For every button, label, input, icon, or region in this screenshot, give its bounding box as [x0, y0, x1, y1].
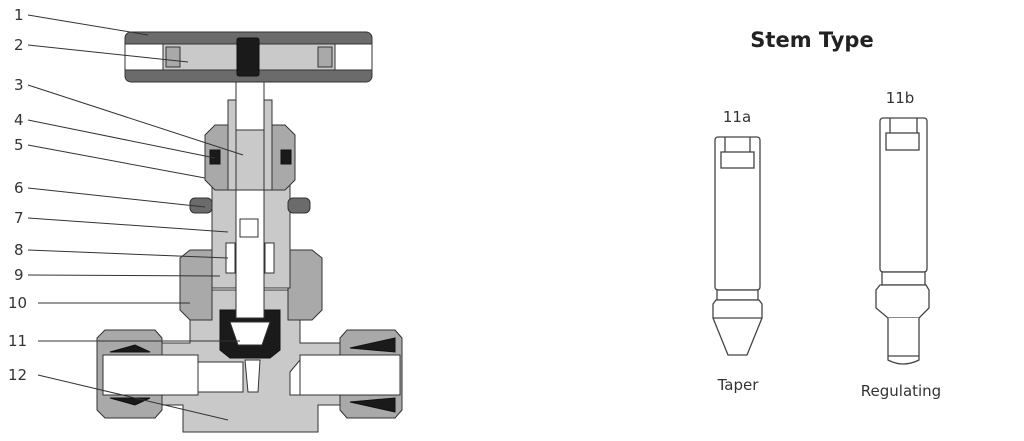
callout-5: 5: [14, 136, 24, 154]
callout-12: 12: [8, 366, 27, 384]
callout-leader-lines: [27, 14, 244, 421]
callout-2: 2: [14, 36, 24, 54]
stem-name-regulating: Regulating: [861, 382, 941, 400]
callout-10: 10: [8, 294, 27, 312]
stem-regulating: 11b Regulating: [861, 89, 941, 400]
callout-8: 8: [14, 241, 24, 259]
stem-code-11b: 11b: [886, 89, 915, 107]
callout-numbers: 1 2 3 4 5 6 7 8 9 10 11 12: [8, 6, 27, 384]
valve-cross-section: [96, 31, 403, 433]
stem-taper: 11a Taper: [712, 108, 763, 394]
stem-code-11a: 11a: [723, 108, 751, 126]
callout-9: 9: [14, 266, 24, 284]
callout-4: 4: [14, 111, 24, 129]
callout-6: 6: [14, 179, 24, 197]
callout-3: 3: [14, 76, 24, 94]
stem-type-title: Stem Type: [750, 28, 873, 52]
callout-1: 1: [14, 6, 24, 24]
callout-7: 7: [14, 209, 24, 227]
callout-11: 11: [8, 332, 27, 350]
stem-name-taper: Taper: [717, 376, 760, 394]
